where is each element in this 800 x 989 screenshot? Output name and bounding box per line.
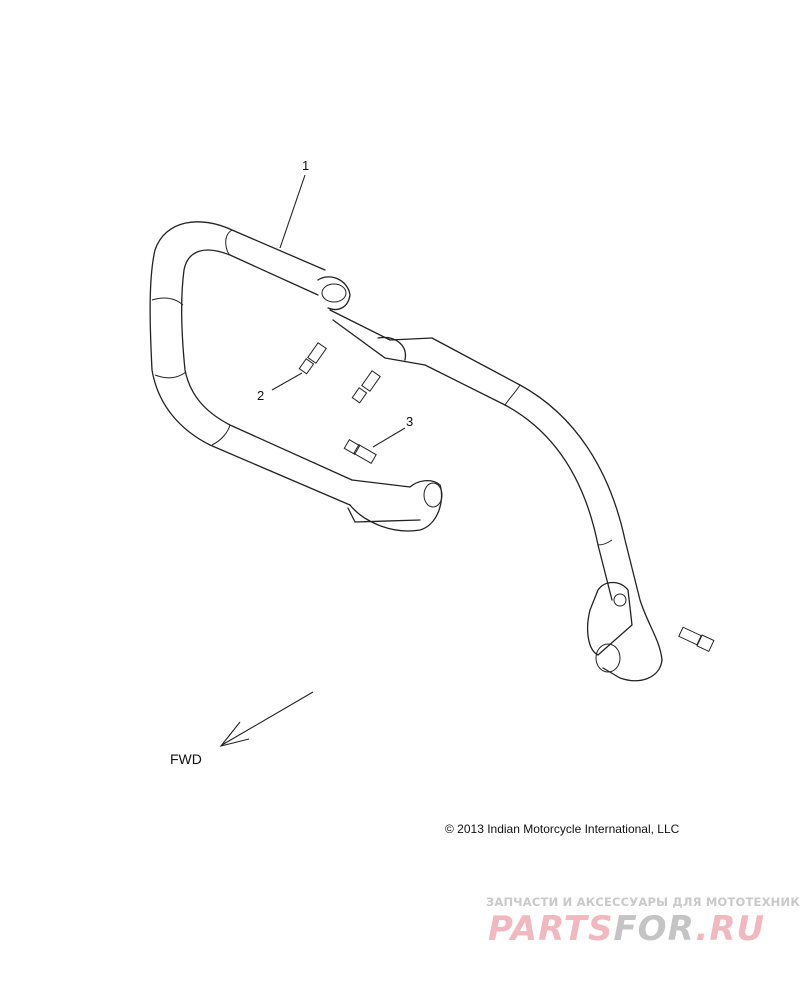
- screw-part-2-a: [298, 342, 327, 375]
- svg-text:PARTSFOR.RU: PARTSFOR.RU: [488, 909, 765, 949]
- watermark-logo-part3: .RU: [695, 909, 765, 949]
- crash-bar-assembly: [149, 221, 663, 682]
- watermark-logo-part2: FOR: [613, 909, 695, 949]
- watermark-logo-part1: PARTS: [488, 909, 613, 949]
- watermark-tagline: ЗАПЧАСТИ И АКСЕССУАРЫ ДЛЯ МОТОТЕХНИКИ: [486, 895, 800, 909]
- callout-leader-3: [372, 427, 406, 448]
- callout-label-1: 1: [302, 158, 309, 173]
- callout-label-2: 2: [257, 388, 264, 403]
- callout-leader-2: [271, 372, 303, 391]
- screw-part-3-b: [678, 626, 715, 653]
- screw-part-3-a: [343, 438, 377, 465]
- callout-leader-1: [279, 174, 306, 249]
- copyright-text: © 2013 Indian Motorcycle International, …: [445, 822, 680, 836]
- screw-part-2-b: [351, 370, 381, 404]
- forward-arrow-icon: [219, 691, 314, 747]
- callout-label-3: 3: [406, 414, 413, 429]
- direction-label: FWD: [170, 751, 202, 767]
- watermark-logo: ЗАПЧАСТИ И АКСЕССУАРЫ ДЛЯ МОТОТЕХНИКИ PA…: [486, 895, 800, 949]
